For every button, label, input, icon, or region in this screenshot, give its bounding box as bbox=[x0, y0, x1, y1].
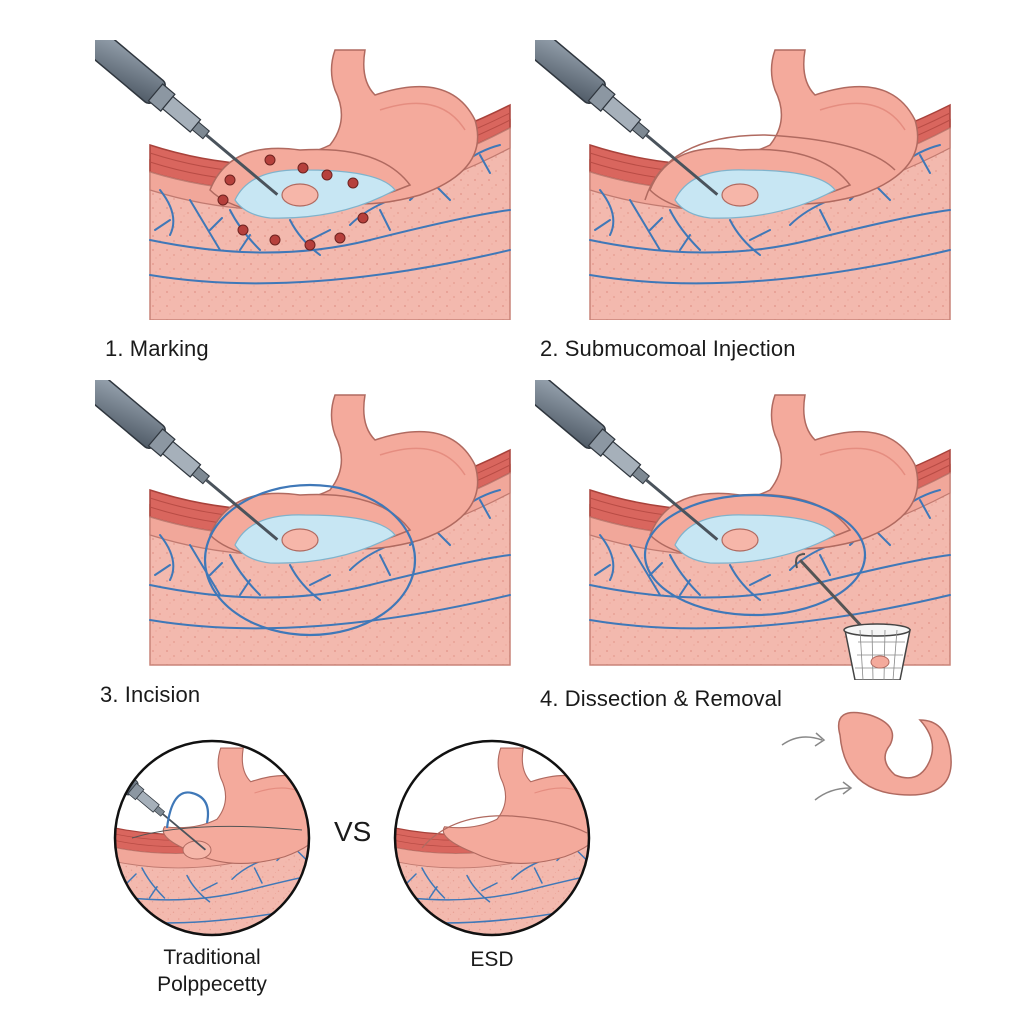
marking-dots bbox=[217, 154, 369, 251]
removed-specimen bbox=[770, 700, 970, 810]
dissection-illustration bbox=[535, 380, 951, 680]
panel-marking bbox=[95, 40, 515, 320]
injection-illustration bbox=[535, 40, 951, 320]
panel-dissection bbox=[535, 380, 955, 680]
step-label-1: 1. Marking bbox=[105, 336, 209, 361]
panel-injection bbox=[535, 40, 955, 320]
step-label-2: 2. Submucomoal Injection bbox=[540, 336, 796, 361]
snare-loop-icon bbox=[165, 791, 210, 829]
comparison-traditional bbox=[112, 738, 312, 938]
retrieval-net-icon bbox=[843, 623, 911, 680]
arrow-icon bbox=[781, 732, 853, 801]
marking-illustration bbox=[95, 40, 511, 320]
step-label-4: 4. Dissection & Removal bbox=[540, 686, 782, 711]
incision-illustration bbox=[95, 380, 511, 666]
step-label-3: 3. Incision bbox=[100, 682, 201, 707]
snare-wire bbox=[798, 558, 867, 632]
specimen-icon bbox=[837, 711, 952, 796]
esd-label: ESD bbox=[470, 948, 514, 971]
incision-loop bbox=[203, 483, 417, 637]
panel-incision bbox=[95, 380, 515, 670]
vs-label: VS bbox=[334, 816, 372, 847]
comparison-esd bbox=[392, 738, 592, 938]
traditional-label: Traditional Polppecetty bbox=[157, 946, 267, 997]
